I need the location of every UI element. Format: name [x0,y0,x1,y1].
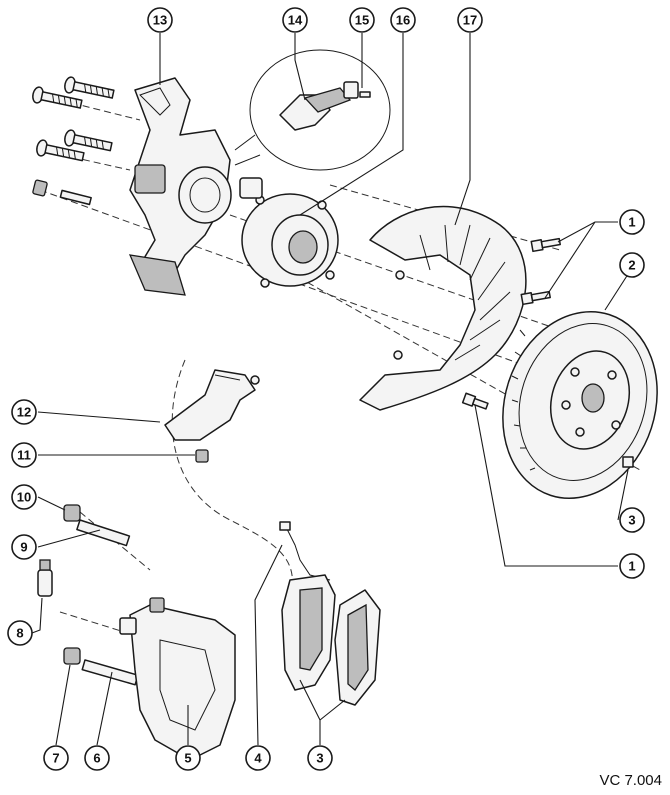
disc-screws [461,237,634,468]
callout-badge-15: 14 [282,7,308,33]
callout-number: 3 [316,751,323,766]
callout-badge-3: 3 [619,507,645,533]
callout-badge-1-top: 1 [619,209,645,235]
brake-caliper [119,597,236,761]
callout-number: 6 [93,751,100,766]
callout-badge-8: 7 [43,745,69,771]
dust-shield [359,205,527,411]
callout-badge-6: 5 [175,745,201,771]
brake-line-bracket [164,369,260,463]
callout-badge-4: 3 [307,745,333,771]
callout-badge-16: 15 [349,7,375,33]
brake-pads [281,574,381,706]
callout-number: 1 [628,559,635,574]
callout-number: 7 [52,751,59,766]
callout-number: 13 [153,13,167,28]
leader-lines [31,33,633,746]
callout-badge-17: 16 [390,7,416,33]
callout-number: 2 [628,258,635,273]
callout-badge-5: 4 [245,745,271,771]
callout-number: 4 [254,751,262,766]
caliper-fasteners [37,504,139,686]
reference-code: VC 7.004 [599,772,662,789]
callout-badge-13: 12 [11,399,37,425]
callout-badge-11: 10 [11,484,37,510]
callout-number: 1 [628,215,635,230]
callout-number: 14 [288,13,303,28]
pad-wear-sensor [279,521,331,581]
steering-knuckle [128,77,232,296]
callout-number: 9 [20,540,27,555]
callout-badge-18: 17 [457,7,483,33]
callout-number: 16 [396,13,410,28]
knuckle-bolts [32,76,115,206]
callout-badge-1-bottom: 1 [619,553,645,579]
brake-disc [502,310,658,500]
callout-number: 15 [355,13,369,28]
callout-number: 17 [463,13,477,28]
callout-number: 3 [628,513,635,528]
callout-badge-2: 2 [619,252,645,278]
callout-number: 10 [17,490,31,505]
callout-badge-14: 13 [147,7,173,33]
callout-badge-10: 9 [11,534,37,560]
callout-badge-7: 6 [84,745,110,771]
callout-number: 12 [17,405,31,420]
callout-badge-9: 8 [7,620,33,646]
callout-number: 8 [16,626,23,641]
abs-sensor-detail [234,49,391,171]
hub-bearing [239,177,339,288]
callout-number: 11 [17,448,31,463]
callout-number: 5 [184,751,191,766]
callout-badge-12: 11 [11,442,37,468]
